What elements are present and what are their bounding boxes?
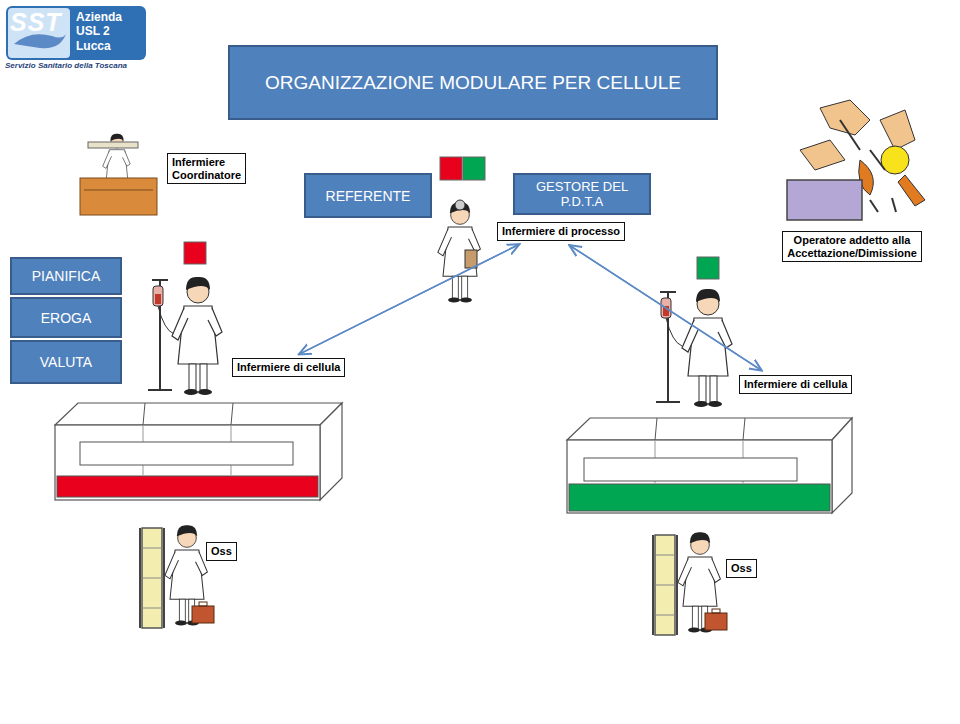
arrow-connector — [299, 244, 520, 354]
role-tag: Operatore addetto alla Accettazione/Dimi… — [782, 231, 922, 262]
node-text: Oss — [731, 562, 752, 575]
title-text: ORGANIZZAZIONE MODULARE PER CELLULE — [265, 72, 681, 94]
node-text: VALUTA — [20, 354, 112, 370]
color-square — [440, 157, 462, 180]
node-text: Operatore addetto alla Accettazione/Dimi… — [787, 234, 917, 259]
arrow-connector — [569, 245, 762, 371]
logo-dolphin — [14, 34, 66, 48]
phase-box: PIANIFICA — [10, 257, 122, 295]
shelf — [88, 142, 138, 148]
color-square — [463, 157, 485, 180]
node-text: EROGA — [20, 310, 112, 326]
logo-text: SST — [10, 8, 62, 37]
node-text: Infermiere Coordinatore — [172, 156, 241, 181]
logo-emblem — [8, 8, 70, 58]
bed-block — [55, 403, 342, 500]
node-text: Infermiere di cellula — [744, 378, 847, 391]
role-box: REFERENTE — [304, 173, 432, 218]
role-tag: Infermiere di cellula — [739, 375, 852, 394]
node-text: REFERENTE — [314, 188, 422, 204]
logo-text: Azienda USL 2 Lucca — [76, 10, 142, 53]
color-square — [697, 257, 719, 279]
node-text: PIANIFICA — [20, 268, 112, 284]
role-tag: Infermiere di cellula — [232, 358, 345, 377]
phase-box: VALUTA — [10, 340, 122, 384]
role-tag: Infermiere Coordinatore — [167, 153, 246, 184]
label-text: Servizio Sanitario della Toscana — [5, 61, 127, 70]
role-tag: Infermiere di processo — [497, 222, 625, 241]
phase-box: EROGA — [10, 297, 122, 338]
clipboard — [465, 250, 477, 268]
logo-text: Servizio Sanitario della Toscana — [5, 61, 127, 70]
node-text: Infermiere di cellula — [237, 361, 340, 374]
node-text: Infermiere di processo — [502, 225, 620, 238]
role-tag: Oss — [206, 542, 237, 561]
head-mirror — [455, 200, 465, 210]
arrow-connector — [299, 244, 520, 354]
role-tag: Oss — [726, 559, 757, 578]
logo-panel — [6, 6, 146, 60]
node-text: GESTORE DEL P.D.T.A — [523, 179, 641, 209]
node-text: Oss — [211, 545, 232, 558]
bed-block — [567, 418, 852, 513]
role-box: GESTORE DEL P.D.T.A — [513, 173, 651, 215]
arrow-connector — [569, 245, 762, 371]
title-box: ORGANIZZAZIONE MODULARE PER CELLULE — [228, 45, 718, 120]
desk — [80, 178, 157, 215]
label-text: Azienda USL 2 Lucca — [76, 10, 142, 53]
reception-illustration — [787, 100, 925, 220]
label-text: SST — [10, 8, 62, 37]
color-square — [184, 242, 206, 264]
